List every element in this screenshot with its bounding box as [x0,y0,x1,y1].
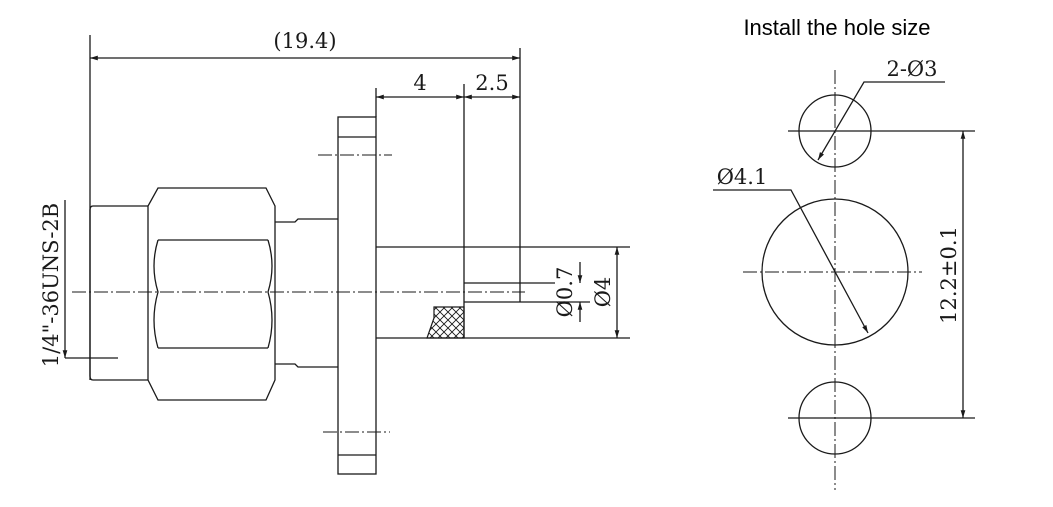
flange-to-pin-label: 4 [413,71,426,95]
mounting-hole-view: Install the hole size 12.2±0.1 2-Ø3 Ø4.1 [713,15,975,490]
hole-spacing-label: 12.2±0.1 [937,226,961,324]
center-hole-leader [713,189,869,334]
insulator-hatch [426,306,465,339]
body-diameter-label: Ø4 [591,277,615,308]
hex-curves [153,239,273,349]
neck [275,218,338,368]
connector-side-view: (19.4) 4 2.5 Ø0.7 [39,29,630,475]
thread-spec-label: 1/4"-36UNS-2B [39,203,63,367]
mount-hole-leader [817,81,945,161]
pin-length-label: 2.5 [475,71,508,95]
overall-length-label: (19.4) [273,29,336,53]
hex-nut [147,187,276,401]
hole-view-title: Install the hole size [743,15,930,40]
flange [337,116,377,475]
center-hole-label: Ø4.1 [717,165,768,189]
coupling-body [89,205,148,381]
mount-hole-label: 2-Ø3 [886,57,937,81]
pin-diameter-label: Ø0.7 [553,267,577,318]
